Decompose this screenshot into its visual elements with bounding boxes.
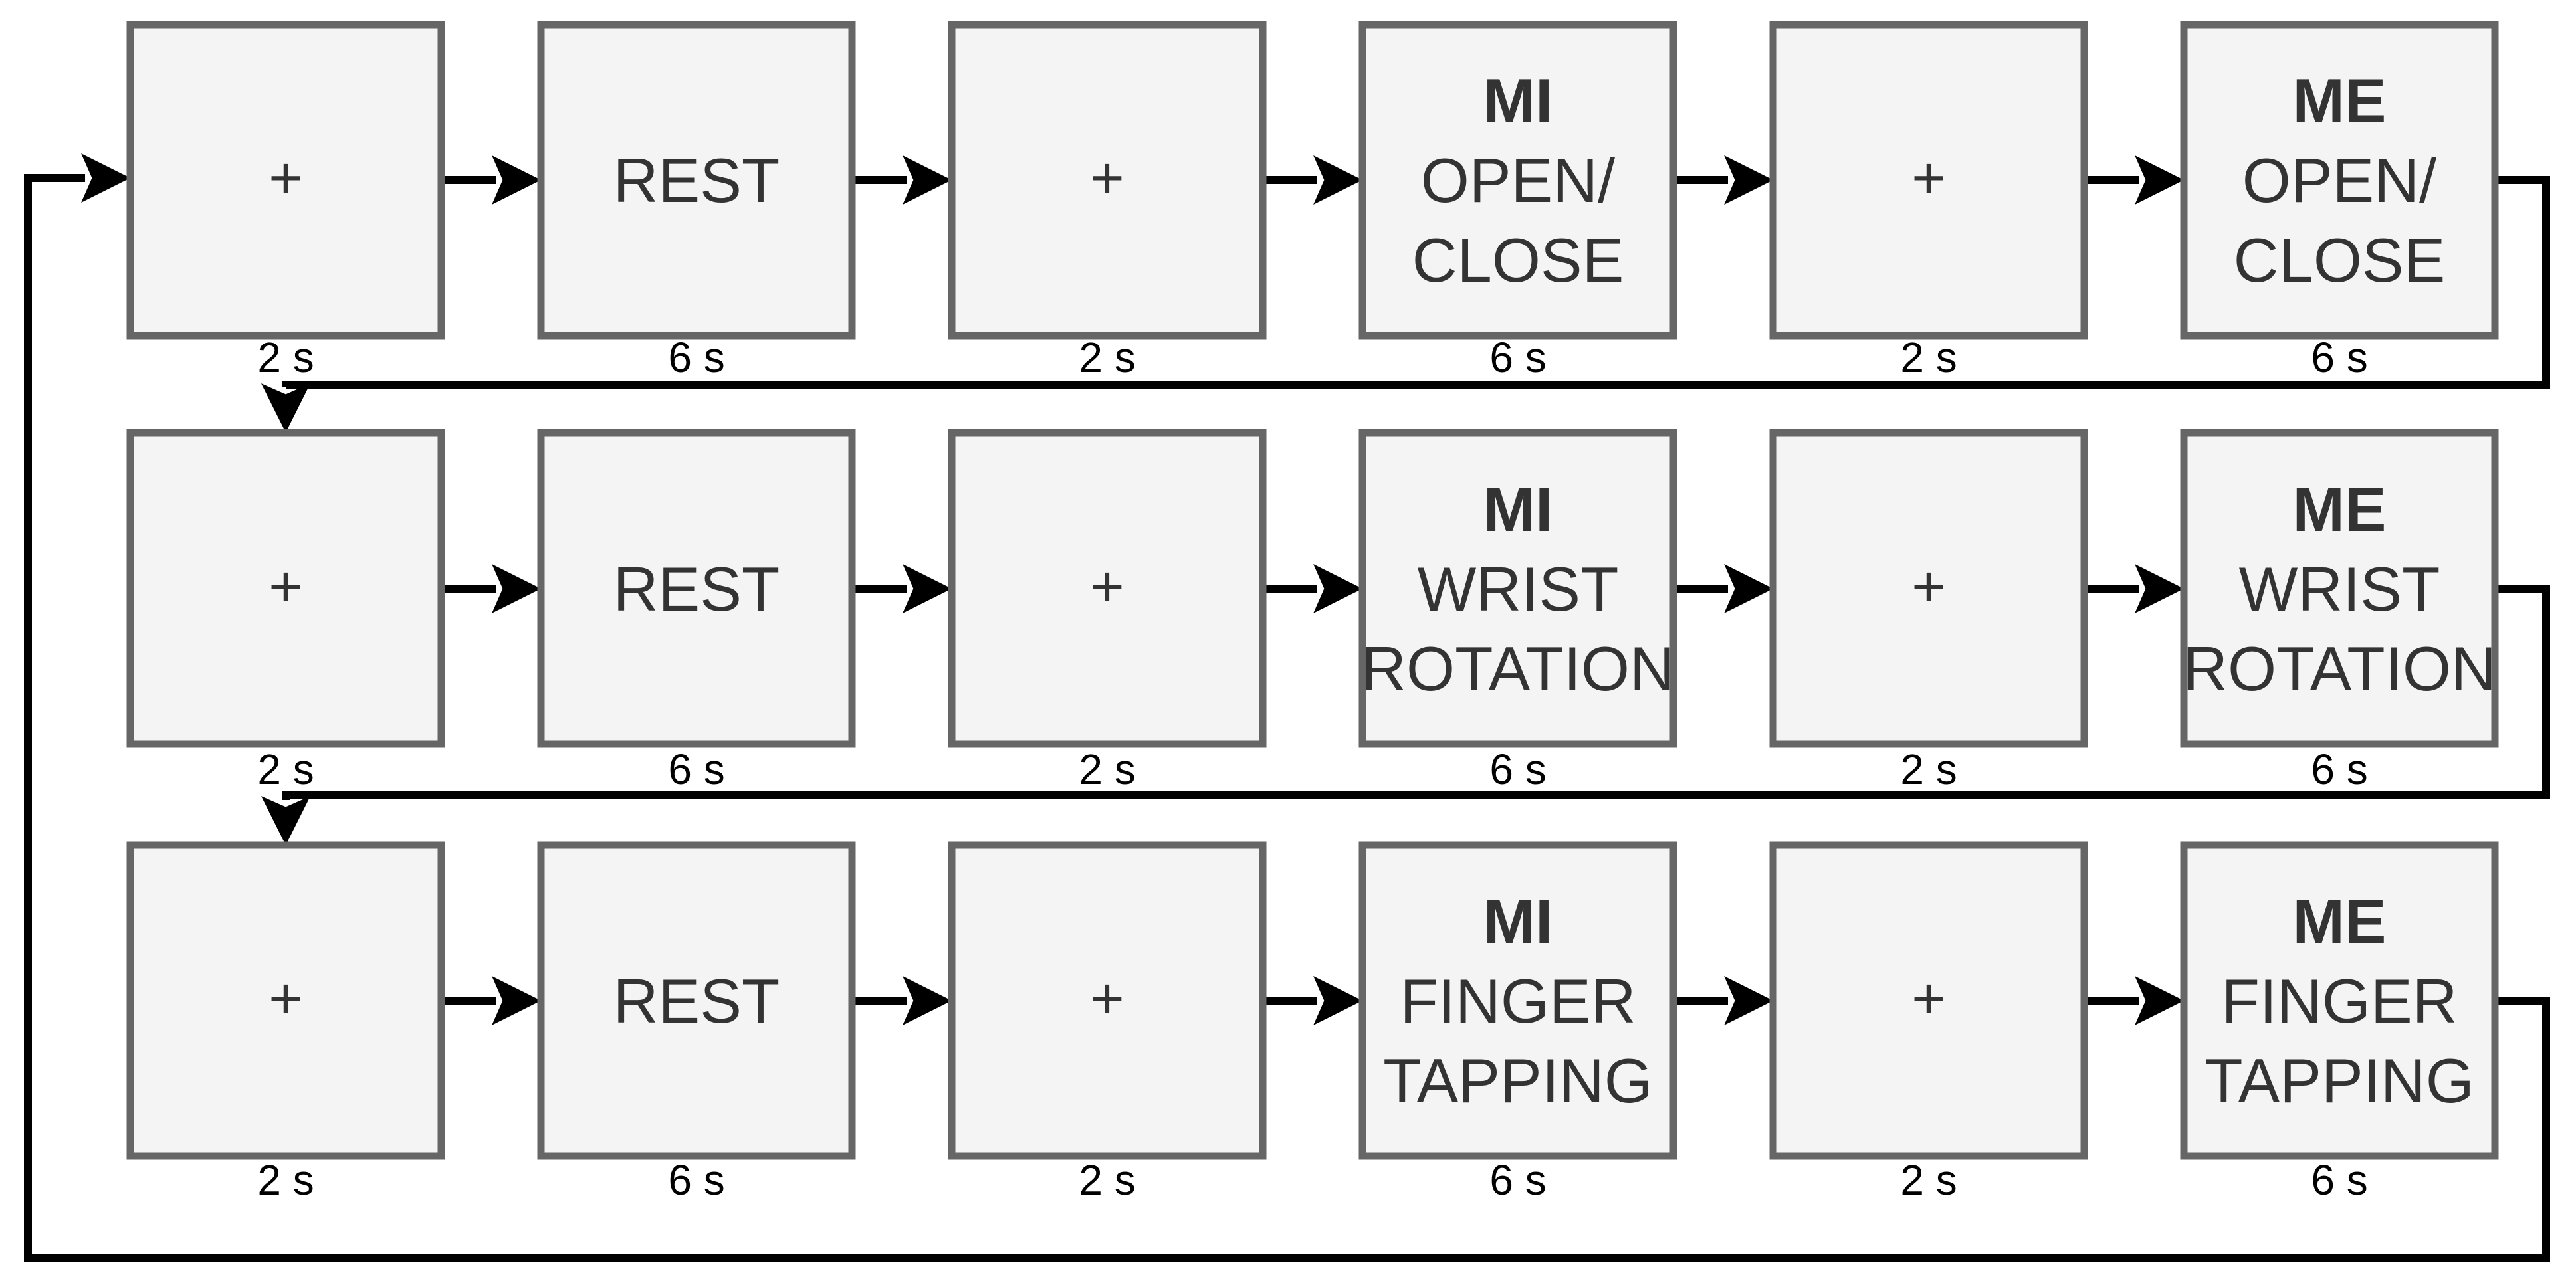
duration-r3c4: 6 s [1489,1156,1546,1204]
task-line2: OPEN/ [2242,146,2437,215]
box-r1c4-mi-task: MI OPEN/ CLOSE [1358,21,1677,340]
task-line2: WRIST [2239,554,2440,624]
fixation-cross: + [268,965,302,1031]
connector-row1-to-row2 [261,176,2550,433]
task-mode-label: MI [1483,66,1553,136]
task-mode-label: MI [1483,474,1553,544]
box-rect [1769,841,2088,1160]
duration-r3c3: 2 s [1079,1156,1135,1204]
box-rect [126,841,445,1160]
task-line3: CLOSE [1412,225,1624,295]
duration-r2c4: 6 s [1489,745,1546,793]
box-rect [948,429,1267,748]
duration-r1c1: 2 s [257,334,314,381]
box-rect [1769,429,2088,748]
box-rect [537,21,856,340]
task-mode-label: MI [1483,886,1553,956]
duration-r2c1: 2 s [257,745,314,793]
fixation-cross: + [268,145,302,211]
duration-r1c3: 2 s [1079,334,1135,381]
task-line3: ROTATION [1361,634,1675,704]
task-line3: ROTATION [2183,634,2496,704]
task-line3: TAPPING [1383,1046,1653,1116]
duration-r3c6: 6 s [2311,1156,2367,1204]
fixation-cross: + [1911,145,1945,211]
box-rect [126,429,445,748]
box-r2c4-mi-task: MI WRIST ROTATION [1358,429,1677,748]
box-rect [948,841,1267,1160]
box-r1c3-fixation: + [948,21,1267,340]
box-r3c5-fixation: + [1769,841,2088,1160]
box-r1c6-me-task: ME OPEN/ CLOSE [2180,21,2499,340]
duration-r2c6: 6 s [2311,745,2367,793]
box-rect [126,21,445,340]
fixation-cross: + [1090,145,1124,211]
duration-r2c3: 2 s [1079,745,1135,793]
task-line2: FINGER [2221,966,2457,1036]
task-line2: OPEN/ [1421,146,1616,215]
box-r1c5-fixation: + [1769,21,2088,340]
fixation-cross: + [1090,553,1124,619]
fixation-cross: + [268,553,302,619]
box-rect [537,841,856,1160]
box-r2c1-fixation: + [126,429,445,748]
box-rect [2180,21,2499,340]
box-r3c3-fixation: + [948,841,1267,1160]
duration-r3c5: 2 s [1900,1156,1957,1204]
box-rect [1358,21,1677,340]
task-mode-label: ME [2293,66,2387,136]
box-r2c2-rest: REST [537,429,856,748]
task-line3: TAPPING [2204,1046,2474,1116]
fixation-cross: + [1090,965,1124,1031]
connector-row3-to-row1-loop [24,153,2550,1262]
rest-label: REST [613,146,780,215]
task-line3: CLOSE [2234,225,2446,295]
duration-r1c5: 2 s [1900,334,1957,381]
rest-label: REST [613,554,780,624]
box-r2c5-fixation: + [1769,429,2088,748]
box-r2c3-fixation: + [948,429,1267,748]
task-line2: FINGER [1400,966,1636,1036]
task-line2: WRIST [1418,554,1619,624]
fixation-cross: + [1911,553,1945,619]
duration-r1c6: 6 s [2311,334,2367,381]
box-r1c2-rest: REST [537,21,856,340]
duration-r3c1: 2 s [257,1156,314,1204]
duration-r2c2: 6 s [668,745,724,793]
box-rect [1358,429,1677,748]
fixation-cross: + [1911,965,1945,1031]
box-rect [537,429,856,748]
box-rect [1358,841,1677,1160]
task-mode-label: ME [2293,886,2387,956]
box-rect [2180,429,2499,748]
box-r1c1-fixation: + [126,21,445,340]
connector-row2-to-row3 [261,585,2550,846]
box-rect [948,21,1267,340]
box-r3c4-mi-task: MI FINGER TAPPING [1358,841,1677,1160]
duration-r3c2: 6 s [668,1156,724,1204]
rest-label: REST [613,966,780,1036]
box-r3c1-fixation: + [126,841,445,1160]
task-mode-label: ME [2293,474,2387,544]
box-r2c6-me-task: ME WRIST ROTATION [2180,429,2499,748]
duration-r1c4: 6 s [1489,334,1546,381]
box-rect [2180,841,2499,1160]
box-r3c2-rest: REST [537,841,856,1160]
duration-r1c2: 6 s [668,334,724,381]
duration-r2c5: 2 s [1900,745,1957,793]
box-rect [1769,21,2088,340]
box-r3c6-me-task: ME FINGER TAPPING [2180,841,2499,1160]
